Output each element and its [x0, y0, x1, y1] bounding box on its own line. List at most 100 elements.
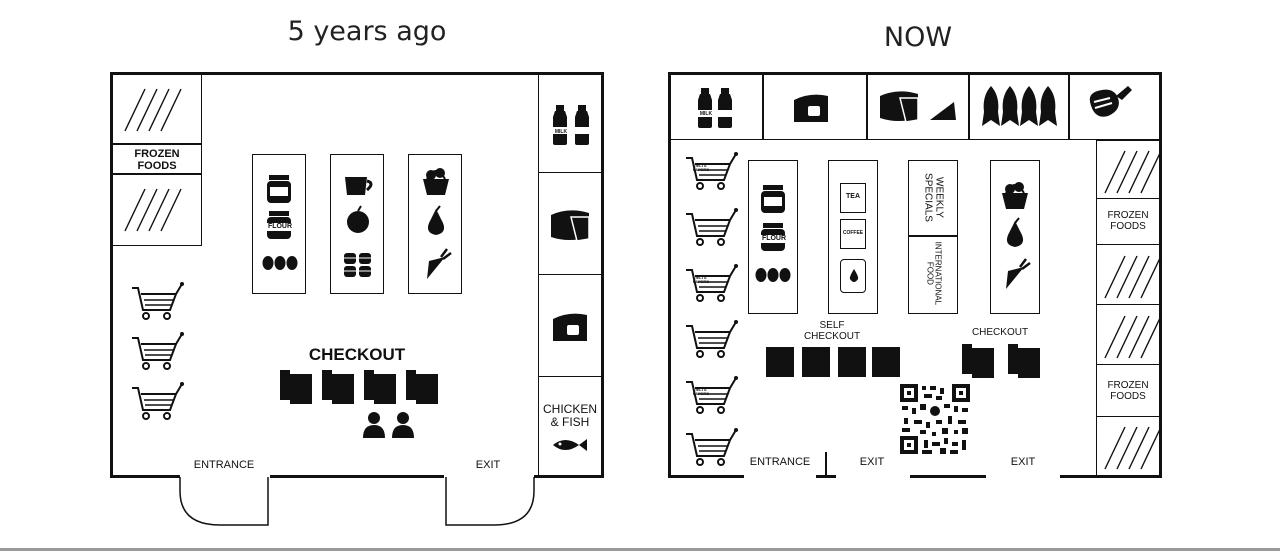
checkout-counter-icon [962, 344, 994, 378]
oil-drop-icon [849, 269, 859, 282]
right-plan-title: NOW [883, 22, 953, 53]
freezer-glass-icon [1104, 426, 1162, 470]
trolley-icon [131, 331, 185, 370]
trolley-icon [131, 281, 185, 320]
eggs-icon [755, 268, 791, 282]
cheese-slice-icon [930, 102, 956, 120]
trolley-icon [685, 207, 739, 246]
exit-door-swing [445, 477, 535, 526]
cheese-block-icon [794, 94, 828, 122]
right-checkout-label: CHECKOUT [971, 327, 1029, 338]
trolley-tag: IELTS PAPERS [692, 275, 710, 285]
jar-icon [761, 185, 785, 213]
cashier-icon [363, 412, 385, 438]
left-shelf-3 [408, 154, 462, 294]
left-exit-opening [444, 474, 534, 480]
self-checkout-kiosk [872, 347, 900, 377]
fruit-basket-icon [1001, 181, 1029, 210]
cashier-icon [392, 412, 414, 438]
checkout-counter-icon [1008, 344, 1040, 378]
coffee-label: COFFEE [842, 230, 864, 236]
tea-label: TEA [846, 193, 860, 200]
cheese-wheel-icon [550, 209, 590, 242]
right-exit-label-1: EXIT [859, 456, 885, 468]
entrance-exit-divider [825, 452, 827, 476]
fish-icon [553, 439, 587, 451]
trolley-icon [685, 427, 739, 466]
milk-bottle-icon [718, 88, 732, 128]
right-milk-label: MILK [699, 111, 713, 117]
self-checkout-kiosk [766, 347, 794, 377]
eggs-icon [262, 256, 298, 270]
right-exit-opening [986, 474, 1060, 480]
freezer-glass-icon [1104, 315, 1162, 359]
chicken-fish-label: CHICKEN & FISH [542, 402, 597, 429]
right-shelf-4 [990, 160, 1040, 314]
right-flour-label: FLOUR [761, 235, 787, 242]
trolley-icon [685, 375, 739, 414]
checkout-counter-icon [280, 370, 312, 404]
cheese-wheel-icon [879, 90, 919, 123]
milk-bottle-icon [553, 105, 567, 145]
weekly-specials-label: WEEKLY SPECIALS [923, 173, 945, 222]
trolley-icon [685, 151, 739, 190]
right-entrance-label: ENTRANCE [749, 456, 811, 468]
fruit-basket-icon [422, 167, 450, 196]
right-exit-label-2: EXIT [1010, 456, 1036, 468]
flour-label: FLOUR [267, 223, 293, 230]
trolley-icon [685, 319, 739, 358]
left-entrance-opening [180, 474, 270, 480]
checkout-counter-icon [406, 370, 438, 404]
cup-icon [343, 175, 373, 197]
freezer-glass-icon [124, 188, 182, 232]
trolley-tag: IELTS PAPERS [692, 163, 710, 173]
self-checkout-kiosk [838, 347, 866, 377]
self-checkout-label: SELF CHECKOUT [803, 320, 861, 342]
freezer-glass-icon [124, 88, 182, 132]
left-entrance-label: ENTRANCE [193, 459, 255, 471]
tea-box: TEA [840, 183, 866, 213]
right-frozen-foods-label: FROZEN FOODS [1107, 210, 1149, 232]
left-frozen-foods-unit: FROZEN FOODS [112, 74, 202, 246]
pear-icon [426, 205, 446, 236]
right-shelf-2: TEA COFFEE [828, 160, 878, 314]
coffee-box: COFFEE [840, 219, 866, 249]
carrot-icon [1004, 257, 1032, 291]
cheese-block-icon [553, 313, 587, 341]
right-frozen-foods-label-box: FROZEN FOODS [1096, 198, 1160, 246]
left-shelf-1: FLOUR [252, 154, 306, 294]
freezer-glass-icon [1104, 150, 1162, 194]
right-shelf-1: FLOUR [748, 160, 798, 314]
left-exit-label: EXIT [475, 459, 501, 471]
meat-chicken-icon [1088, 85, 1133, 118]
left-cheese-block-unit [538, 274, 602, 378]
left-chicken-fish-unit: CHICKEN & FISH [538, 376, 602, 476]
right-shelf-3: WEEKLY SPECIALS INTERNATIONAL FOOD [908, 160, 958, 314]
right-frozen-foods-label-box-2: FROZEN FOODS [1096, 364, 1160, 418]
right-frozen-unit-4 [1096, 416, 1162, 476]
right-frozen-unit-3 [1096, 304, 1162, 366]
checkout-counter-icon [364, 370, 396, 404]
entrance-door-swing [179, 477, 269, 526]
milk-label: MILK [554, 129, 568, 135]
right-frozen-foods-label-2: FROZEN FOODS [1107, 380, 1149, 402]
milk-bottle-icon [698, 88, 712, 128]
left-milk-unit: MILK [538, 74, 602, 174]
entrance-exit-divider-foot [816, 475, 836, 478]
tins-icon [343, 252, 372, 278]
left-checkout-label: CHECKOUT [308, 345, 406, 364]
left-frozen-foods-label: FROZEN FOODS [134, 148, 180, 172]
trolley-tag: IELTS PAPERS [692, 387, 710, 397]
jar-icon [267, 175, 291, 203]
oil-can [840, 259, 866, 293]
left-shelf-2 [330, 154, 384, 294]
left-plan-title: 5 years ago [287, 16, 447, 47]
freezer-glass-icon [1104, 255, 1162, 299]
milk-bottle-icon [575, 105, 589, 145]
international-food-label: INTERNATIONAL FOOD [925, 241, 943, 306]
qr-code-icon [900, 384, 970, 454]
checkout-counter-icon [322, 370, 354, 404]
bottom-rule [0, 548, 1280, 551]
fish-row-icon [982, 86, 1057, 126]
trolley-icon [685, 263, 739, 302]
